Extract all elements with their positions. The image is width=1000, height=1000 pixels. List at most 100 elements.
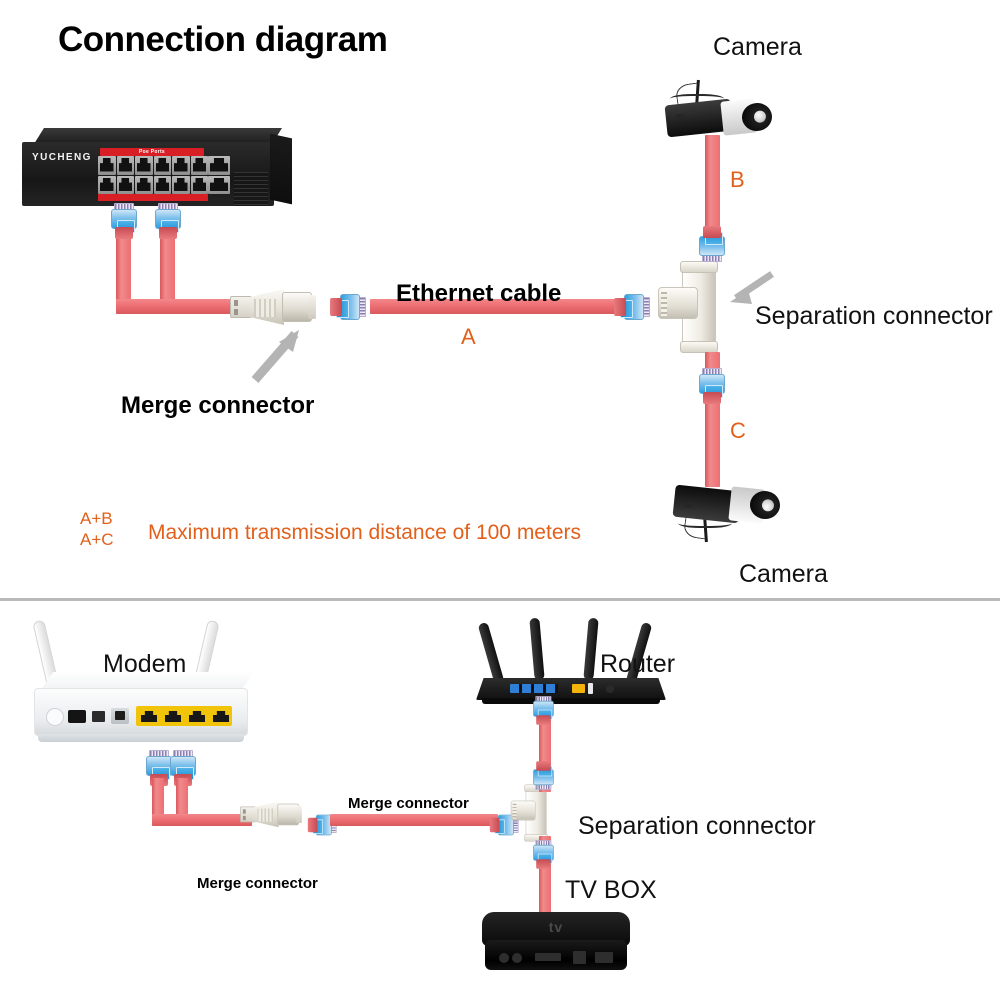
merge-connector-bottom [240,800,305,829]
rj45-body [155,209,181,233]
merge-connector-label-top: Merge connector [121,392,315,419]
modem-lan-port [139,709,159,724]
tv-box-ethernet-port [595,952,613,963]
modem [18,619,288,750]
router-antenna-3 [583,617,599,681]
router-label: Router [600,650,676,678]
switch-port [190,156,208,175]
rj45-body [111,209,137,233]
merge-connector-tail [240,806,256,823]
tv-box: tv [482,912,630,982]
apple-tv-logo-icon: tv [548,919,564,935]
switch-poe-banner-text: Poe Ports [138,149,166,155]
distance-note-combo-1: A+B [80,509,113,528]
switch-top-panel [34,128,282,144]
modem-power-jack [68,710,86,723]
switch-vents [234,172,268,206]
camera-button [684,502,692,508]
cable-switch-drop-1 [116,232,131,314]
switch-port [172,175,190,194]
segment-a-label: A [461,324,476,349]
switch-poe-banner: Poe Ports [100,148,204,156]
segment-b-label: B [730,167,745,192]
rj45-plug-tvbox [533,840,554,869]
modem-lan-port [211,709,231,724]
camera-bottom-label: Camera [739,560,828,588]
camera-bracket [670,94,724,106]
merge-connector-ribs [254,299,276,317]
router-wan-port [572,684,585,693]
tv-box-optical-audio-port [573,951,586,964]
tv-box-hdmi-port [535,953,561,961]
merge-connector-label-lower-bottom: Merge connector [197,875,318,892]
merge-connector-ribs [257,808,274,822]
tv-box-label: TV BOX [565,876,657,904]
switch-port [135,156,153,175]
merge-connector-label-upper-bottom: Merge connector [348,795,469,812]
separation-connector-top [658,261,734,353]
switch-port [98,175,116,194]
merge-connector-top [230,287,320,327]
rj45-body [146,756,172,780]
rj45-boot [536,761,551,771]
separation-connector-side-arm [510,800,536,821]
rj45-plug-router [533,696,554,725]
modem-lan-port [187,709,207,724]
modem-power-button [46,708,64,726]
tv-box-power-port-2 [512,953,522,963]
router-base-shadow [482,698,660,704]
modem-lan-port [163,709,183,724]
rj45-body [620,294,644,320]
separation-connector-arrow-top [722,268,778,312]
rj45-boot [307,817,318,833]
merge-connector-arrow-top [235,330,305,386]
switch-port [172,156,190,175]
router-lan-ports [510,684,558,693]
router-chassis [476,678,666,700]
rj45-boot [614,298,626,316]
merge-connector-lip [296,805,302,824]
switch-port [116,175,134,194]
rj45-body [699,374,725,398]
page-title: Connection diagram [58,20,388,59]
rj45-body [336,294,360,320]
rj45-boot [115,227,133,239]
merge-connector-tail [230,296,252,318]
section-divider [0,598,1000,601]
segment-c-label: C [730,418,746,443]
separation-connector-bottom [510,784,558,842]
rj45-boot [489,817,500,833]
rj45-boot [536,859,551,869]
rj45-boot [703,226,721,238]
rj45-boot [330,298,342,316]
cable-merge-to-separation-bottom [330,814,498,826]
separation-connector-label-bottom: Separation connector [578,812,816,840]
router-antenna-2 [529,617,545,681]
rj45-plug-merge-out-top [330,294,366,320]
modem-label: Modem [103,650,187,678]
ethernet-cable-label: Ethernet cable [396,280,562,307]
merge-connector-lip [308,295,316,319]
switch-uplink-port-group [208,156,230,194]
switch-port [153,175,171,194]
switch-poe-port-grid [98,156,208,194]
switch-right-side [270,133,292,205]
camera-top-label: Camera [713,33,802,61]
switch-port [135,175,153,194]
rj45-plug-switch-1 [111,203,137,239]
tv-box-power-port [499,953,509,963]
camera-bottom [668,478,784,543]
cable-switch-to-merge [116,299,238,314]
distance-note-text: Maximum transmission distance of 100 met… [148,521,581,544]
camera-button [676,114,684,120]
router-reset-button [588,683,593,694]
rj45-plug-segment-b [699,226,725,262]
tv-box-rear-panel [485,940,627,970]
merge-connector-barrel [282,292,312,322]
separation-connector-side-arm [658,287,698,319]
switch-uplink-port [208,175,230,194]
rj45-plug-separation-top-bottom [533,761,554,790]
rj45-boot [536,715,551,725]
switch-port [153,156,171,175]
cable-segment-a [370,299,628,314]
